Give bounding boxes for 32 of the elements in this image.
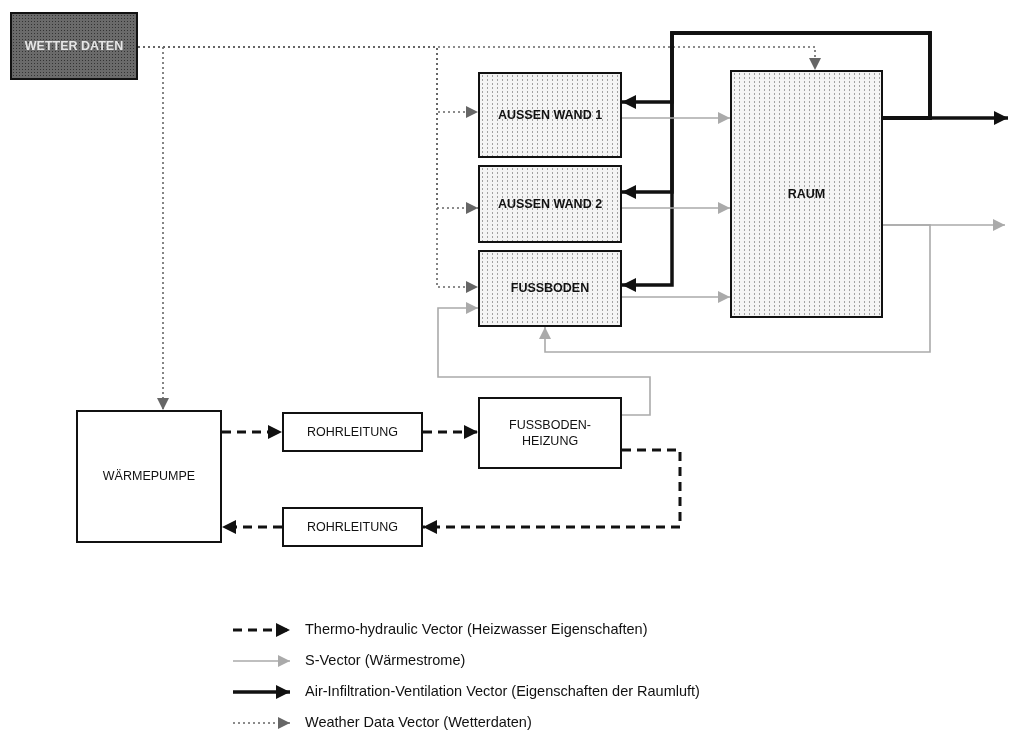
arrow xyxy=(621,291,731,303)
node-label: WÄRMEPUMPE xyxy=(102,468,196,485)
arrow xyxy=(539,224,931,353)
process-box xyxy=(478,397,622,469)
process-box xyxy=(76,410,222,543)
process-box xyxy=(282,507,423,547)
arrow xyxy=(423,448,682,534)
node-label: AUSSEN WAND 2 xyxy=(497,195,603,213)
node-label: FUSSBODEN xyxy=(510,280,590,297)
node-label: ROHRLEITUNG xyxy=(307,423,398,441)
arrow xyxy=(222,425,282,439)
node-label: AUSSEN WAND 1 xyxy=(497,106,603,124)
process-box xyxy=(282,412,423,452)
arrow xyxy=(423,425,478,439)
legend-label: Thermo-hydraulic Vector (Heizwasser Eigenschaften) xyxy=(305,621,648,637)
room-box xyxy=(730,70,883,318)
node-label: ROHRLEITUNG xyxy=(307,518,398,536)
arrow xyxy=(622,31,932,292)
node-label: RAUM xyxy=(787,185,826,203)
arrow xyxy=(621,202,731,214)
arrow xyxy=(621,112,731,124)
node-label: WETTER DATEN xyxy=(24,37,124,55)
node-label: FUSSBODEN-HEIZUNG xyxy=(508,416,592,450)
wall-box xyxy=(478,72,622,158)
arrow xyxy=(222,520,282,534)
arrow xyxy=(437,302,651,416)
wall-box xyxy=(478,165,622,243)
data-source-box xyxy=(10,12,138,80)
legend-label: S-Vector (Wärmestrome) xyxy=(305,652,466,668)
legend-label: Air-Infiltration-Ventilation Vector (Eigenschaften der Raumluft) xyxy=(305,683,700,699)
legend-label: Weather Data Vector (Wetterdaten) xyxy=(305,714,532,730)
floor-box xyxy=(478,250,622,327)
